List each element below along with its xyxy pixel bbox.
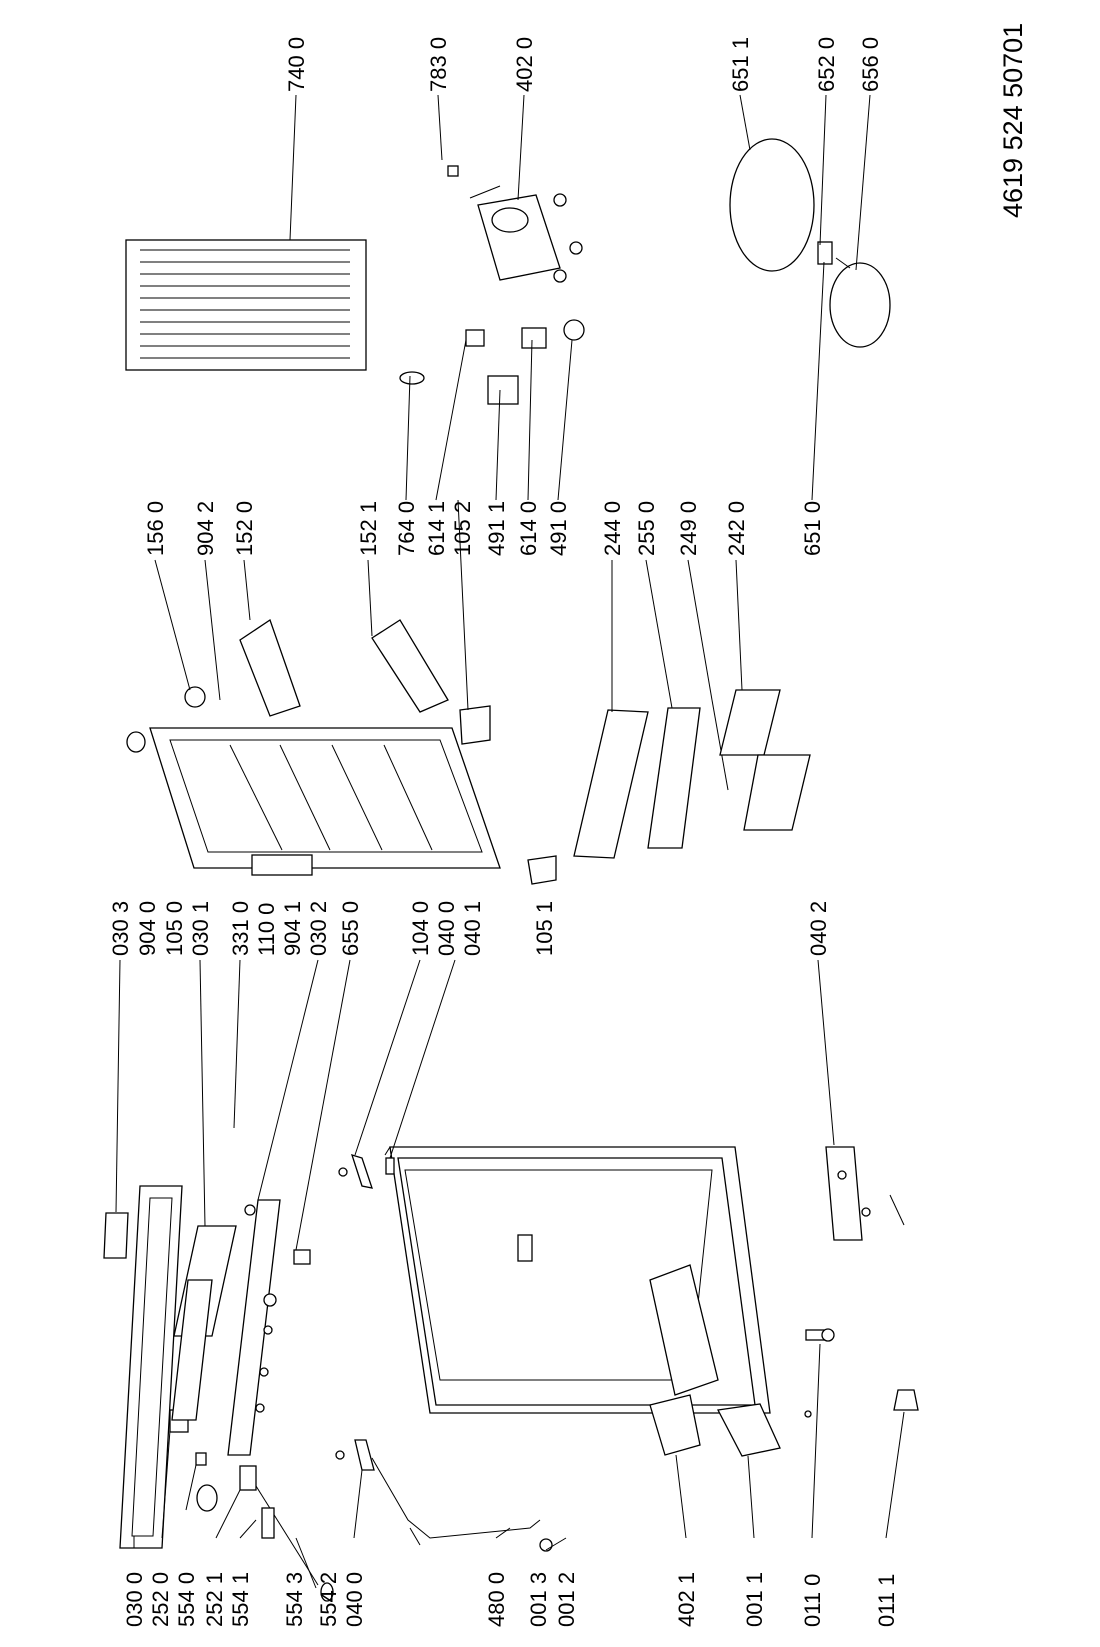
label-904-1: 904 1 [280,901,305,956]
label-105-2: 105 2 [450,501,475,556]
door-shelf-parts [184,618,557,885]
label-001-2: 001 2 [554,1572,579,1627]
label-331-0: 331 0 [228,901,253,956]
label-491-1: 491 1 [484,501,509,556]
lid-panels-part [171,1199,334,1602]
label-764-0: 764 0 [394,501,419,556]
cabinet-part [384,1146,771,1414]
label-030-1: 030 1 [188,901,213,956]
label-249-0: 249 0 [676,501,701,556]
compressor-part [447,165,583,283]
part-labels: 030 0 252 0 554 0 252 1 554 1 554 3 554 … [108,23,1028,1627]
base-rail-parts [649,1394,812,1457]
label-651-0: 651 0 [800,501,825,556]
label-655-0: 655 0 [338,901,363,956]
label-656-0: 656 0 [858,37,883,92]
label-110-0: 110 0 [254,903,279,956]
label-152-0: 152 0 [232,501,257,556]
label-030-2: 030 2 [306,901,331,956]
label-001-3: 001 3 [526,1572,551,1627]
label-783-0: 783 0 [426,37,451,92]
label-011-0: 011 0 [800,1574,825,1627]
label-491-0: 491 0 [546,501,571,556]
label-040-0-b: 040 0 [434,901,459,956]
label-040-0: 040 0 [342,1572,367,1627]
label-104-0: 104 0 [408,901,433,956]
label-252-0: 252 0 [148,1572,173,1627]
label-105-1: 105 1 [532,901,557,956]
leader-lines [115,94,905,1589]
label-904-0: 904 0 [135,901,160,956]
label-554-2: 554 2 [316,1572,341,1627]
lamp-parts [729,138,891,348]
label-614-0: 614 0 [516,501,541,556]
label-252-1: 252 1 [202,1572,227,1627]
document-code: 4619 524 50701 [998,23,1028,218]
label-011-1: 011 1 [874,1574,899,1627]
lid-frame-part [103,1185,189,1549]
hinge-040-2-part [825,1146,905,1241]
shelf-basket-parts [573,689,811,859]
condenser-part [125,239,367,371]
label-614-1: 614 1 [424,501,449,556]
label-651-1: 651 1 [728,37,753,92]
label-554-3: 554 3 [282,1572,307,1627]
label-480-0: 480 0 [484,1572,509,1627]
electrical-parts [399,319,585,405]
foot-parts [805,1328,919,1411]
label-652-0: 652 0 [814,37,839,92]
label-740-0: 740 0 [284,37,309,92]
label-156-0: 156 0 [143,501,168,556]
label-040-1: 040 1 [460,901,485,956]
wiring-part [371,1457,553,1552]
label-152-1: 152 1 [356,501,381,556]
hinge-parts [335,1154,395,1471]
label-402-1: 402 1 [674,1572,699,1627]
label-255-0: 255 0 [634,501,659,556]
label-554-0: 554 0 [174,1572,199,1627]
label-105-0: 105 0 [162,901,187,956]
label-904-2: 904 2 [193,501,218,556]
label-030-0: 030 0 [122,1572,147,1627]
label-554-1: 554 1 [228,1572,253,1627]
door-part [126,727,501,876]
label-242-0: 242 0 [724,501,749,556]
label-040-2: 040 2 [806,901,831,956]
label-001-1: 001 1 [742,1572,767,1627]
label-030-3: 030 3 [108,901,133,956]
label-402-0: 402 0 [512,37,537,92]
label-244-0: 244 0 [600,501,625,556]
